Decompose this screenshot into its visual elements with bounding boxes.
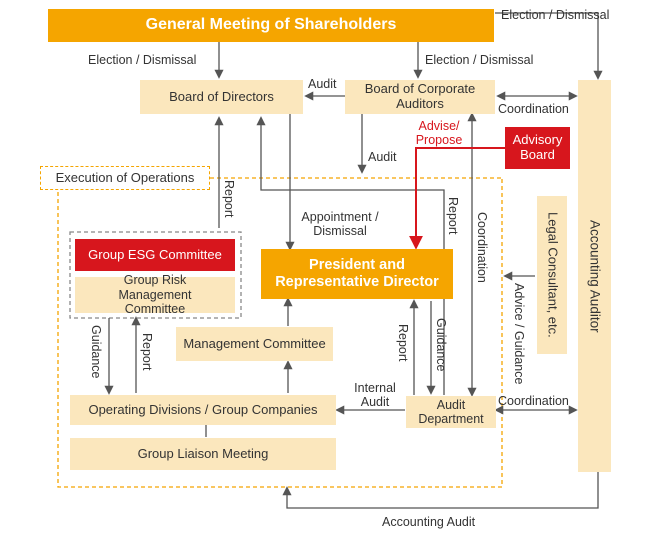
advisory-board-box: Advisory Board: [505, 127, 570, 169]
report-label-president: Report: [446, 197, 460, 235]
internal-audit-label: Internal Audit: [354, 381, 396, 410]
election-dismissal-label-mid: Election / Dismissal: [425, 53, 534, 67]
legal-consultant-box: Legal Consultant, etc.: [537, 196, 567, 354]
coordination-label-lower: Coordination: [498, 394, 569, 408]
execution-of-operations-label: Execution of Operations: [40, 166, 210, 190]
advice-guidance-label: Advice / Guidance: [512, 283, 526, 385]
appointment-dismissal-label: Appointment / Dismissal: [301, 210, 379, 239]
accounting-auditor-box: Accounting Auditor: [578, 80, 611, 472]
coordination-label-upper: Coordination: [498, 102, 569, 116]
report-label-left: Report: [140, 333, 154, 371]
group-esg-committee-box: Group ESG Committee: [75, 239, 235, 271]
guidance-label-left: Guidance: [89, 325, 103, 379]
audit-label-top: Audit: [308, 77, 337, 91]
election-dismissal-label-top-right: Election / Dismissal: [501, 8, 610, 22]
accounting-audit-label: Accounting Audit: [382, 515, 476, 529]
management-committee-box: Management Committee: [176, 327, 333, 361]
coordination-label-vertical: Coordination: [475, 212, 489, 283]
report-label-audit: Report: [396, 324, 410, 362]
president-box: President and Representative Director: [261, 249, 453, 299]
advise-propose-label: Advise/ Propose: [415, 119, 463, 148]
group-liaison-meeting-box: Group Liaison Meeting: [70, 438, 336, 470]
board-of-corporate-auditors-box: Board of Corporate Auditors: [345, 80, 495, 114]
report-label-bod: Report: [222, 180, 236, 218]
audit-label-down: Audit: [368, 150, 397, 164]
board-of-directors-box: Board of Directors: [140, 80, 303, 114]
election-dismissal-label-left: Election / Dismissal: [88, 53, 197, 67]
group-risk-management-committee-box: Group Risk Management Committee: [75, 273, 235, 316]
operating-divisions-box: Operating Divisions / Group Companies: [70, 395, 336, 425]
audit-department-box: Audit Department: [406, 396, 496, 428]
general-meeting-box: General Meeting of Shareholders: [48, 9, 494, 42]
guidance-label-audit: Guidance: [434, 318, 448, 372]
